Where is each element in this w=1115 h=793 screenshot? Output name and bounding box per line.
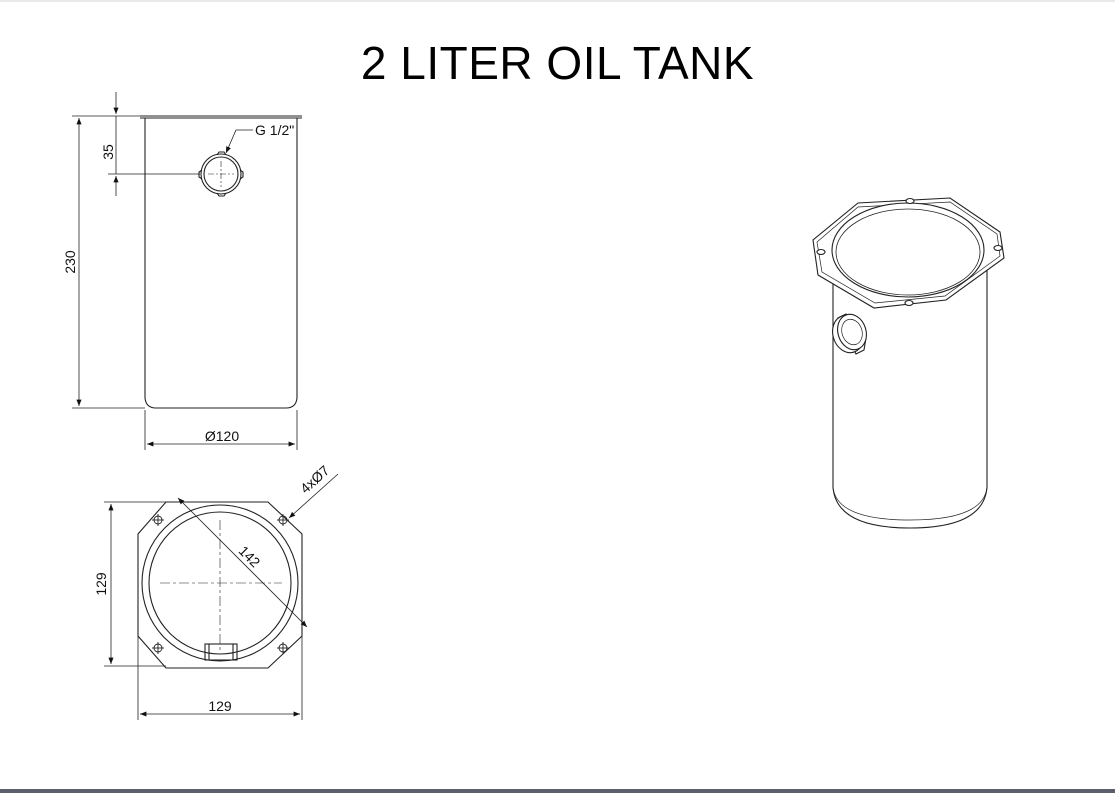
- dim-holes: 4xØ7: [297, 462, 333, 496]
- dim-hole-pitch: 142: [236, 543, 264, 571]
- top-port-stub: [204, 643, 238, 661]
- dim-flange-height: 129: [93, 572, 109, 596]
- drawing-title: 2 LITER OIL TANK: [360, 37, 755, 89]
- dim-flange-width: 129: [208, 698, 232, 714]
- iso-opening: [831, 202, 985, 298]
- dim-thread: G 1/2": [255, 122, 294, 138]
- iso-filler-cap: [832, 313, 867, 355]
- front-body-bottom: [144, 397, 298, 409]
- top-dimensions: [104, 473, 339, 720]
- isometric-view: [812, 197, 1005, 529]
- front-filler-cap: [198, 151, 244, 197]
- dim-diameter: Ø120: [205, 428, 239, 444]
- iso-body: [832, 268, 988, 529]
- iso-bolt-hole: [905, 197, 915, 205]
- front-view: [140, 115, 302, 409]
- top-bolt-holes: [152, 514, 289, 654]
- top-view: [137, 501, 303, 669]
- top-border: [0, 0, 1115, 2]
- dim-port-offset: 35: [100, 144, 116, 160]
- front-dimensions: [72, 92, 298, 450]
- iso-bolt-hole: [993, 244, 1003, 252]
- iso-bolt-hole: [904, 299, 914, 307]
- dim-height: 230: [62, 250, 78, 274]
- bottom-border: [0, 789, 1115, 793]
- iso-bolt-hole: [816, 248, 826, 256]
